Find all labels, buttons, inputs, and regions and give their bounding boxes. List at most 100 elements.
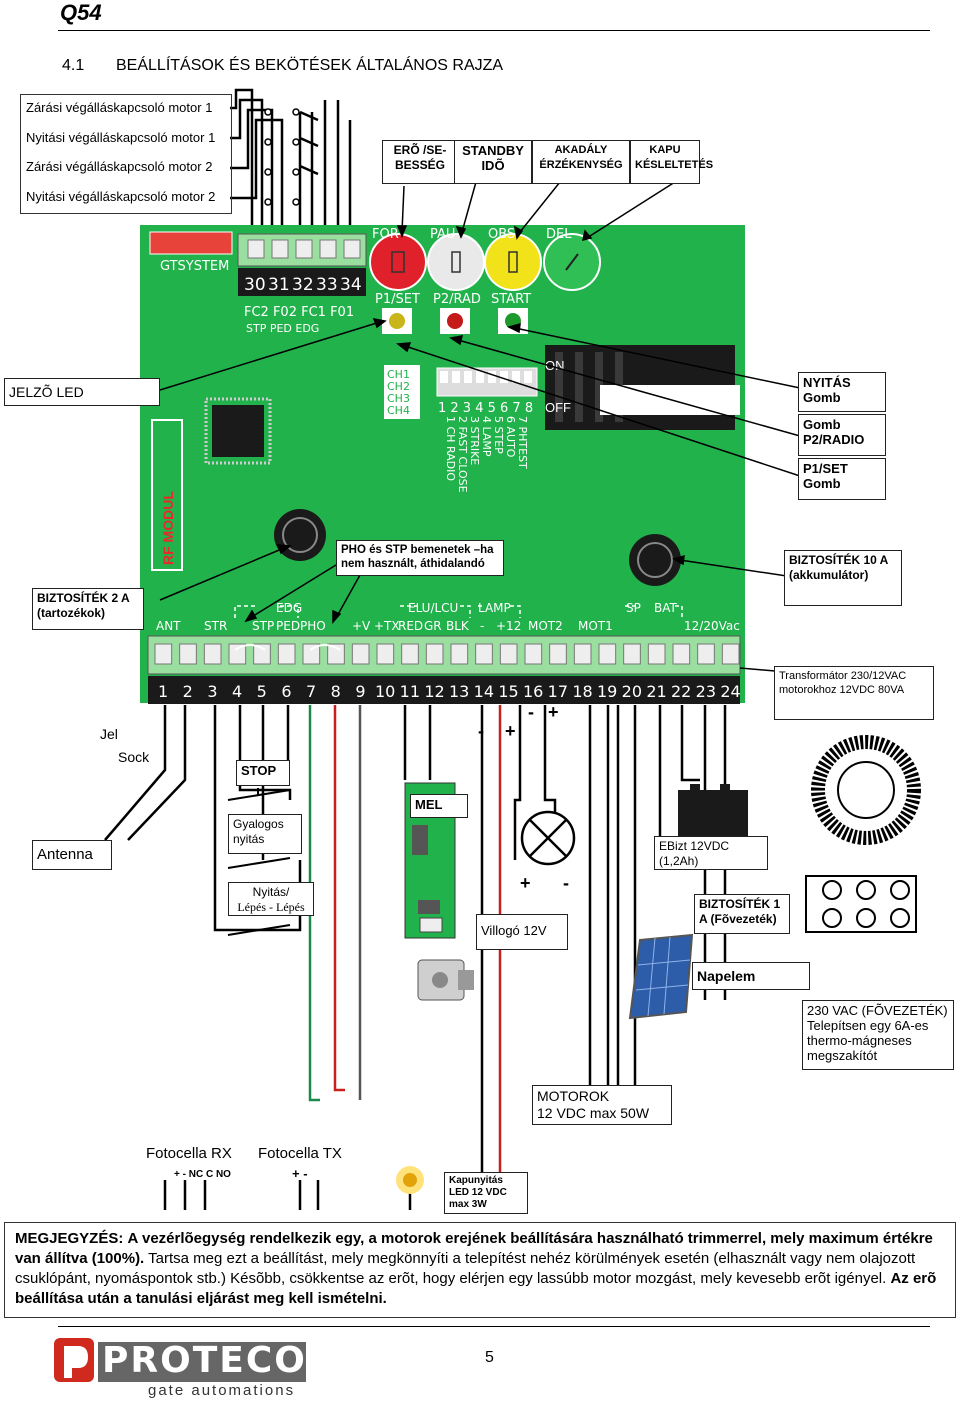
flasher-label: Villogó 12V [476, 914, 568, 950]
antenna-signal-label: Jel [100, 726, 118, 742]
motors-label-line2: 12 VDC max 50W [537, 1105, 650, 1121]
bottom-terminal-label: PHO [300, 619, 326, 633]
terminal-number: 12 [424, 682, 444, 701]
bottom-group-label: BAT [654, 601, 678, 615]
solar-label: Napelem [692, 962, 810, 990]
pedestrian-button-label: Gyalogos nyitás [228, 814, 302, 854]
limit-terminal-number: 30 [244, 275, 266, 295]
limit-switch-close-motor2: Zárási végálláskapcsoló motor 2 [22, 157, 230, 179]
terminal-number: 10 [375, 682, 395, 701]
terminal-screw [721, 643, 740, 665]
callout-arrows [159, 181, 881, 681]
terminal-screw [253, 643, 271, 665]
bottom-terminal-label: RED [398, 619, 423, 633]
p2-button-label: Gomb P2/RADIO [798, 414, 886, 456]
limit-terminal-number: 33 [316, 275, 338, 295]
bottom-terminal-label: STP [252, 619, 274, 633]
bottom-group-label: SP [626, 601, 641, 615]
open-button-label: NYITÁS Gomb [798, 372, 886, 412]
bottom-terminal-label: PED [276, 619, 300, 633]
photocell-tx-pins: + - [292, 1166, 308, 1181]
limit-switch-open-motor2: Nyitási végálláskapcsoló motor 2 [22, 187, 230, 209]
terminal-number: 1 [158, 682, 168, 701]
terminal-screw [351, 643, 370, 665]
terminal-screws [154, 643, 740, 665]
trimmer-obstacle-label: AKADÁLY ÉRZÉKENYSÉG [532, 140, 630, 184]
main-terminal-block [147, 635, 741, 675]
fuse-accessories-label: BIZTOSÍTÉK 2 A (tartozékok) [32, 588, 144, 630]
board-button-label: START [491, 292, 531, 307]
step-button-sub: Lépés - Lépés [237, 900, 305, 914]
limit-terminal-block [237, 233, 367, 296]
proteco-logo: PROTECO gate automations [52, 1336, 312, 1402]
battery-label: EBizt 12VDC (1,2Ah) [654, 836, 768, 870]
terminal-screw [598, 643, 617, 665]
section-title: BEÁLLÍTÁSOK ÉS BEKÖTÉSEK ÁLTALÁNOS RAJZA [116, 57, 504, 74]
dip-channel-label: CH1 [387, 368, 410, 381]
heatsink-icon [545, 345, 740, 430]
trimmer-mark: PAU [430, 227, 455, 242]
dip-channel-label: CH3 [387, 392, 410, 405]
limit-terminal-number: 31 [268, 275, 290, 295]
terminal-number: 19 [597, 682, 617, 701]
terminal-number: 6 [281, 682, 291, 701]
bottom-terminal-label: MOT2 [528, 619, 563, 633]
bottom-terminal-label: ANT [156, 619, 181, 633]
lamp-plus: + [548, 702, 559, 722]
board-buttons [382, 308, 528, 334]
dip-channel-label: CH2 [387, 380, 410, 393]
status-led-label: JELZÕ LED [4, 378, 160, 406]
photocell-tx-label: Fotocella TX [258, 1145, 342, 1162]
dip-switches [384, 365, 538, 419]
terminal-screw [450, 643, 469, 665]
bottom-terminal-label: BLK [446, 619, 470, 633]
terminal-screw [179, 643, 197, 665]
bottom-terminal-label: +V [352, 619, 371, 633]
bottom-group-label: EDG [276, 601, 302, 615]
solar-panel-icon [628, 933, 694, 1020]
terminal-number: 23 [696, 682, 716, 701]
terminal-number: 24 [720, 682, 740, 701]
board-button-label: P1/SET [375, 292, 420, 307]
limit-switch-frame [20, 94, 232, 214]
bottom-terminal-label: 12/20Vac [684, 619, 740, 633]
lock-label: MEL [410, 794, 468, 818]
rf-module-label: RF MODUL [160, 491, 176, 565]
bottom-group-label: ELU/LCU [408, 601, 458, 615]
antenna-label: Antenna [32, 840, 112, 870]
logo-mark-icon [54, 1338, 306, 1382]
limit-switch-open-motor1: Nyitási végálláskapcsoló motor 1 [22, 128, 230, 150]
logo-tagline: gate automations [148, 1382, 296, 1399]
step-button-label: Nyitás/ Lépés - Lépés [228, 882, 314, 916]
header-rule [58, 30, 930, 31]
bottom-terminal-label: GR [424, 619, 442, 633]
terminal-number: 3 [207, 682, 217, 701]
terminal-screw [203, 643, 222, 665]
terminal-screw [697, 643, 715, 665]
dip-numbers: 1 2 3 4 5 6 7 8 [438, 401, 533, 416]
flasher-lamp-icon [520, 810, 576, 866]
trimmer-delay-label: KAPU KÉSLELTETÉS [630, 140, 713, 184]
lock-minus: - [478, 721, 484, 741]
board-brand: GTSYSTEM [160, 259, 229, 274]
terminal-screw [524, 643, 543, 665]
terminal-number: 20 [622, 682, 642, 701]
antenna-shield-label: Sock [118, 749, 150, 765]
step-button-main: Nyitás/ [252, 885, 290, 899]
dip-function-label: 6 AUTO [504, 416, 517, 458]
note-bold-text: A vezérlõegység rendelkezik egy, a motor… [15, 1230, 933, 1267]
limit-terminal-number: 34 [340, 275, 362, 295]
terminal-screw [647, 643, 666, 665]
limit-switch-close-motor1: Zárási végálláskapcsoló motor 1 [22, 98, 230, 120]
terminal-number: 4 [232, 682, 242, 701]
fuse-10a-icon [629, 534, 681, 586]
terminal-screw [475, 643, 493, 665]
terminal-number: 7 [306, 682, 316, 701]
